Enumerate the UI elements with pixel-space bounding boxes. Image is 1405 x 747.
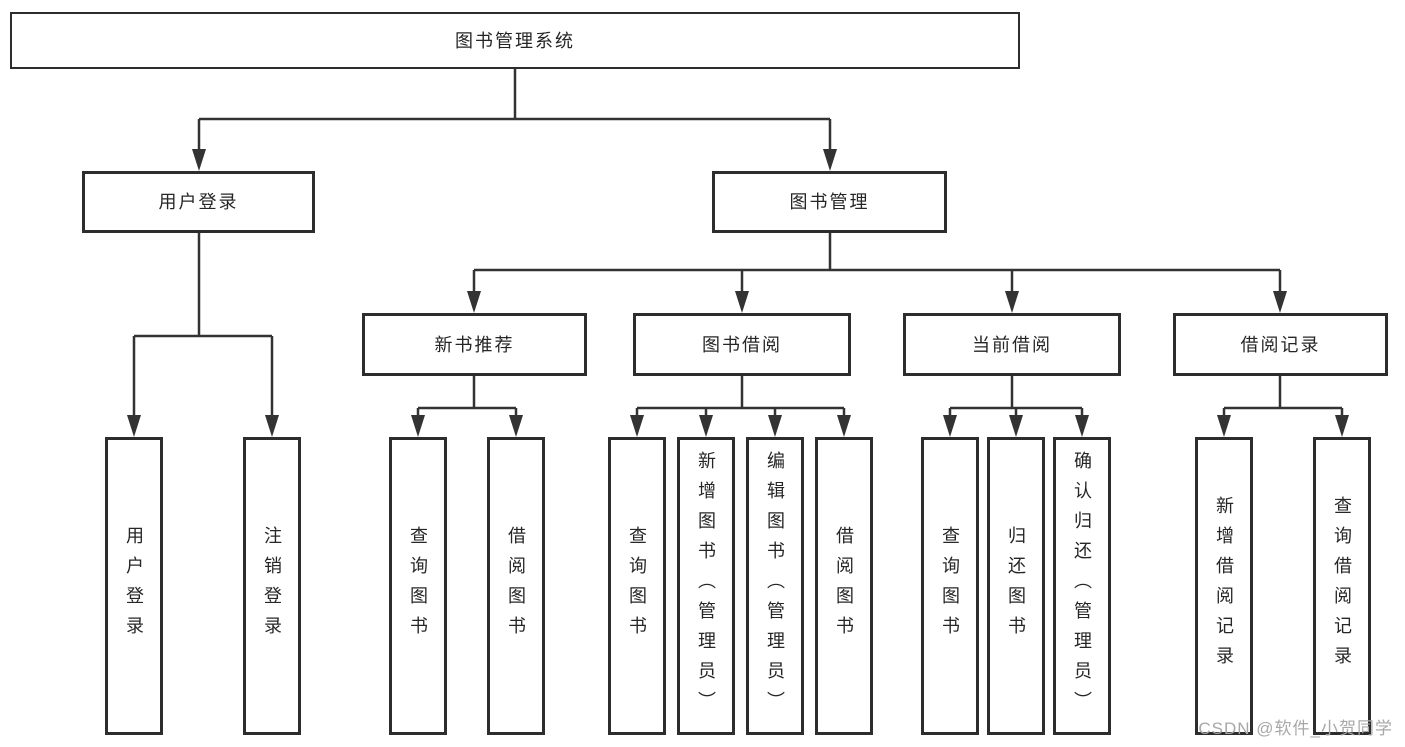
connector-line [416,376,518,417]
arrow-down-icon [735,291,749,313]
leaf-borrow-borrow-books: 借阅图书 [815,437,873,735]
node-label: 查询图书 [627,526,647,646]
connector-line [197,69,832,151]
node-label: 图书借阅 [702,334,782,355]
arrow-down-icon [509,415,523,437]
node-label: 当前借阅 [972,334,1052,355]
leaf-borrow-query-books: 查询图书 [608,437,666,735]
arrow-down-icon [943,415,957,437]
arrow-down-icon [1009,415,1023,437]
leaf-recommend-borrow-books: 借阅图书 [487,437,545,735]
arrow-down-icon [823,149,837,171]
leaf-borrow-add-books-admin: 新增图书（管理员） [677,437,735,735]
node-label: 查询借阅记录 [1332,496,1352,676]
node-label: 用户登录 [124,526,144,646]
arrow-down-icon [411,415,425,437]
node-label: 新书推荐 [434,334,515,355]
arrow-down-icon [630,415,644,437]
connector-line [1222,376,1344,417]
node-label: 归还图书 [1006,526,1026,646]
leaf-current-query-books: 查询图书 [921,437,979,735]
node-user-login: 用户登录 [82,171,315,233]
node-label: 新增图书（管理员） [696,451,716,721]
arrow-down-icon [192,149,206,171]
arrow-down-icon [1335,415,1349,437]
connector-line [635,376,846,417]
connector-line [132,233,274,417]
csdn-watermark: CSDN @软件_小贺同学 [1198,719,1393,738]
arrow-down-icon [699,415,713,437]
node-label: 查询图书 [408,526,428,646]
node-book-management: 图书管理 [712,171,947,233]
node-label: 新增借阅记录 [1214,496,1234,676]
node-label: 查询图书 [940,526,960,646]
connector-book-mgmt-to-level3 [467,233,1287,313]
node-label: 注销登录 [262,526,282,646]
node-label: 确认归还（管理员） [1072,451,1092,721]
node-label: 借阅图书 [834,526,854,646]
connector-book-borrow-to-children [630,376,851,437]
arrow-down-icon [768,415,782,437]
leaf-logout: 注销登录 [243,437,301,735]
arrow-down-icon [837,415,851,437]
leaf-current-confirm-return-admin: 确认归还（管理员） [1053,437,1111,735]
connector-line [948,376,1084,417]
node-label: 借阅图书 [506,526,526,646]
arrow-down-icon [1273,291,1287,313]
connector-line [472,233,1282,293]
node-system-root: 图书管理系统 [10,12,1020,69]
node-borrow-records: 借阅记录 [1173,313,1388,376]
arrow-down-icon [1217,415,1231,437]
connector-current-borrow-to-children [943,376,1089,437]
node-label: 用户登录 [158,192,239,212]
arrow-down-icon [127,415,141,437]
node-book-borrow: 图书借阅 [633,313,851,376]
node-label: 编辑图书（管理员） [765,451,785,721]
node-label: 借阅记录 [1240,334,1321,355]
connector-user-login-to-children [127,233,279,437]
node-label: 图书管理 [789,192,870,212]
node-new-book-recommend: 新书推荐 [362,313,587,376]
node-label: 图书管理系统 [455,30,575,51]
arrow-down-icon [1075,415,1089,437]
connector-records-to-children [1217,376,1349,437]
leaf-recommend-query-books: 查询图书 [389,437,447,735]
arrow-down-icon [1005,291,1019,313]
leaf-current-return-books: 归还图书 [987,437,1045,735]
arrow-down-icon [467,291,481,313]
leaf-user-login: 用户登录 [105,437,163,735]
leaf-borrow-edit-books-admin: 编辑图书（管理员） [746,437,804,735]
node-current-borrow: 当前借阅 [903,313,1121,376]
leaf-records-query-record: 查询借阅记录 [1313,437,1371,735]
connector-new-book-to-children [411,376,523,437]
connector-root-to-level2 [192,69,837,171]
arrow-down-icon [265,415,279,437]
leaf-records-add-record: 新增借阅记录 [1195,437,1253,735]
